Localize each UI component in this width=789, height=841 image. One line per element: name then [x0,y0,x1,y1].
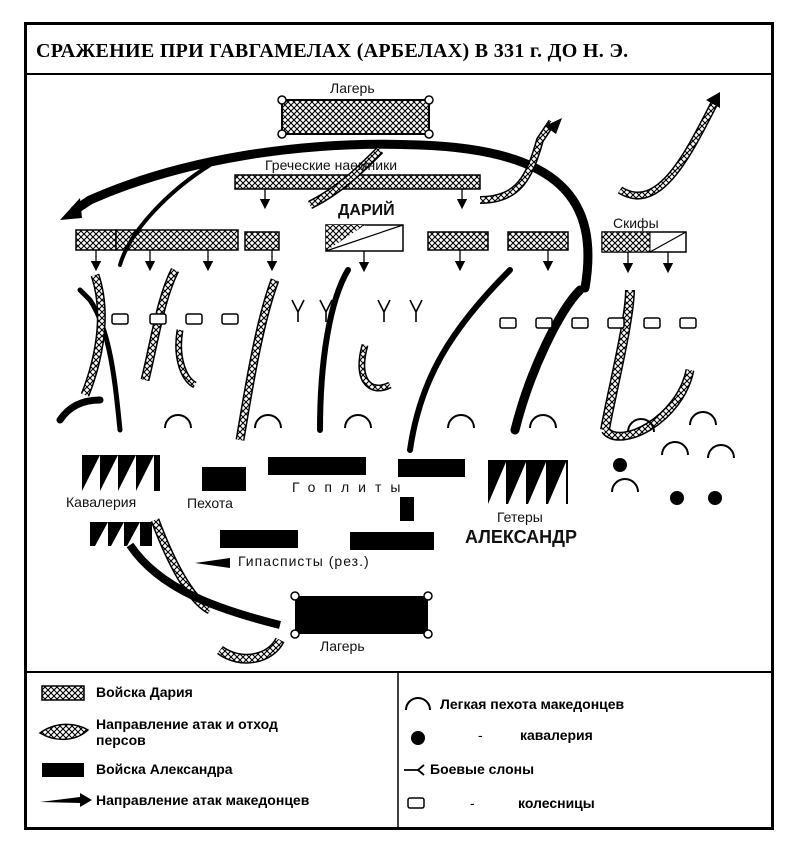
macedonian-camp [290,591,433,639]
legend-symbols [38,685,431,809]
persian-front-line [75,224,687,274]
persian-camp-label: Лагерь [330,80,375,96]
hoplites-line [268,457,465,521]
legend-persian-attacks-2: персов [96,732,146,748]
left-cavalry-block [82,455,160,546]
elephants-row [291,299,423,322]
light-infantry-arcs [164,411,735,493]
chariots-row [111,313,697,329]
alexander-label: АЛЕКСАНДР [465,527,577,547]
legend-alexander-troops: Войска Александра [96,761,233,777]
hoplites-label: Гоплиты [292,479,410,495]
infantry-label: Пехота [187,495,233,511]
persian-camp [277,95,434,139]
legend-chariots: колесницы [518,795,595,811]
legend-persian-attacks-1: Направление атак и отход [96,716,278,732]
infantry-block [202,467,246,491]
persian-retreat-arrows [307,92,720,210]
macedonian-camp-label: Лагерь [320,638,365,654]
persian-advances [80,267,695,664]
hypaspists-label: Гипасписты (рез.) [238,553,370,569]
legend-ditto-1: - [478,727,483,743]
greek-mercenaries-block [234,174,481,210]
darius-block [325,224,404,252]
greek-mercenaries-label: Греческие наемники [265,157,398,173]
macedonian-flank-arc [60,139,593,293]
scythians-block [601,231,687,253]
legend-elephants: Боевые слоны [430,761,535,777]
macedonian-attack-arrows [56,163,585,453]
map-frame [24,22,774,830]
hetairoi-block [488,460,568,504]
legend-light-infantry: Легкая пехота македонцев [440,696,625,712]
map-title: СРАЖЕНИЕ ПРИ ГАВГАМЕЛАХ (АРБЕЛАХ) В 331 … [36,40,629,62]
hypaspists-blocks [195,530,434,568]
legend-darius-troops: Войска Дария [96,684,193,700]
macedonian-cavalry-icons [613,458,722,505]
persian-camp-attack [126,542,281,629]
darius-label: ДАРИЙ [338,202,395,219]
legend-cavalry: кавалерия [520,727,593,743]
scythians-label: Скифы [613,215,659,231]
hetairoi-label: Гетеры [497,509,543,525]
legend-ditto-2: - [470,795,475,811]
legend-macedonian-attacks: Направление атак македонцев [96,792,310,808]
cavalry-label: Кавалерия [66,494,137,510]
